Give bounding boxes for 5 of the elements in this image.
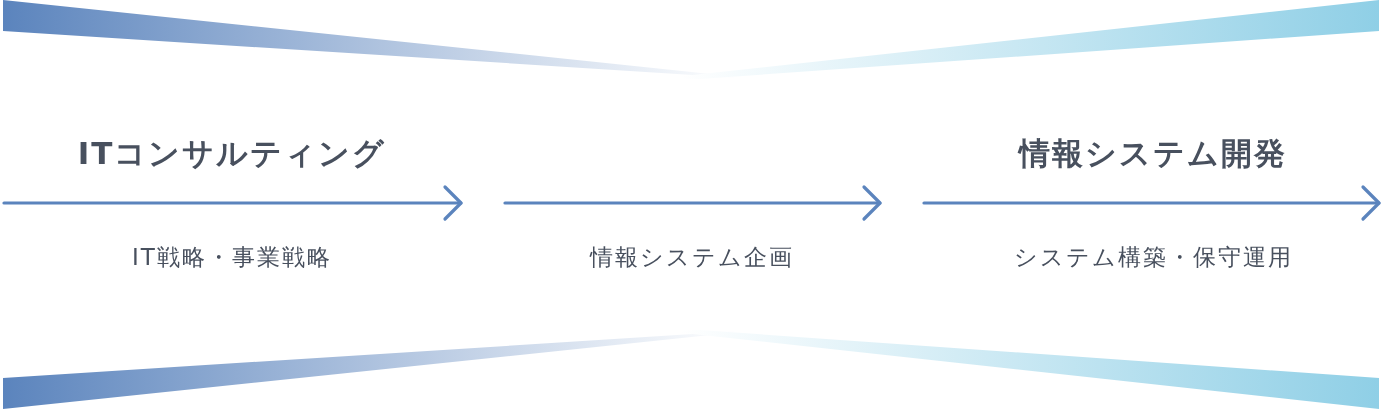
phase-caption: IT戦略・事業戦略 <box>132 246 332 269</box>
phase-heading: 情報システム開発 <box>1019 138 1287 169</box>
phase-caption: システム構築・保守運用 <box>1013 246 1293 269</box>
phase-heading: ITコンサルティング <box>77 138 387 169</box>
phase-caption: 情報システム企画 <box>590 246 794 269</box>
